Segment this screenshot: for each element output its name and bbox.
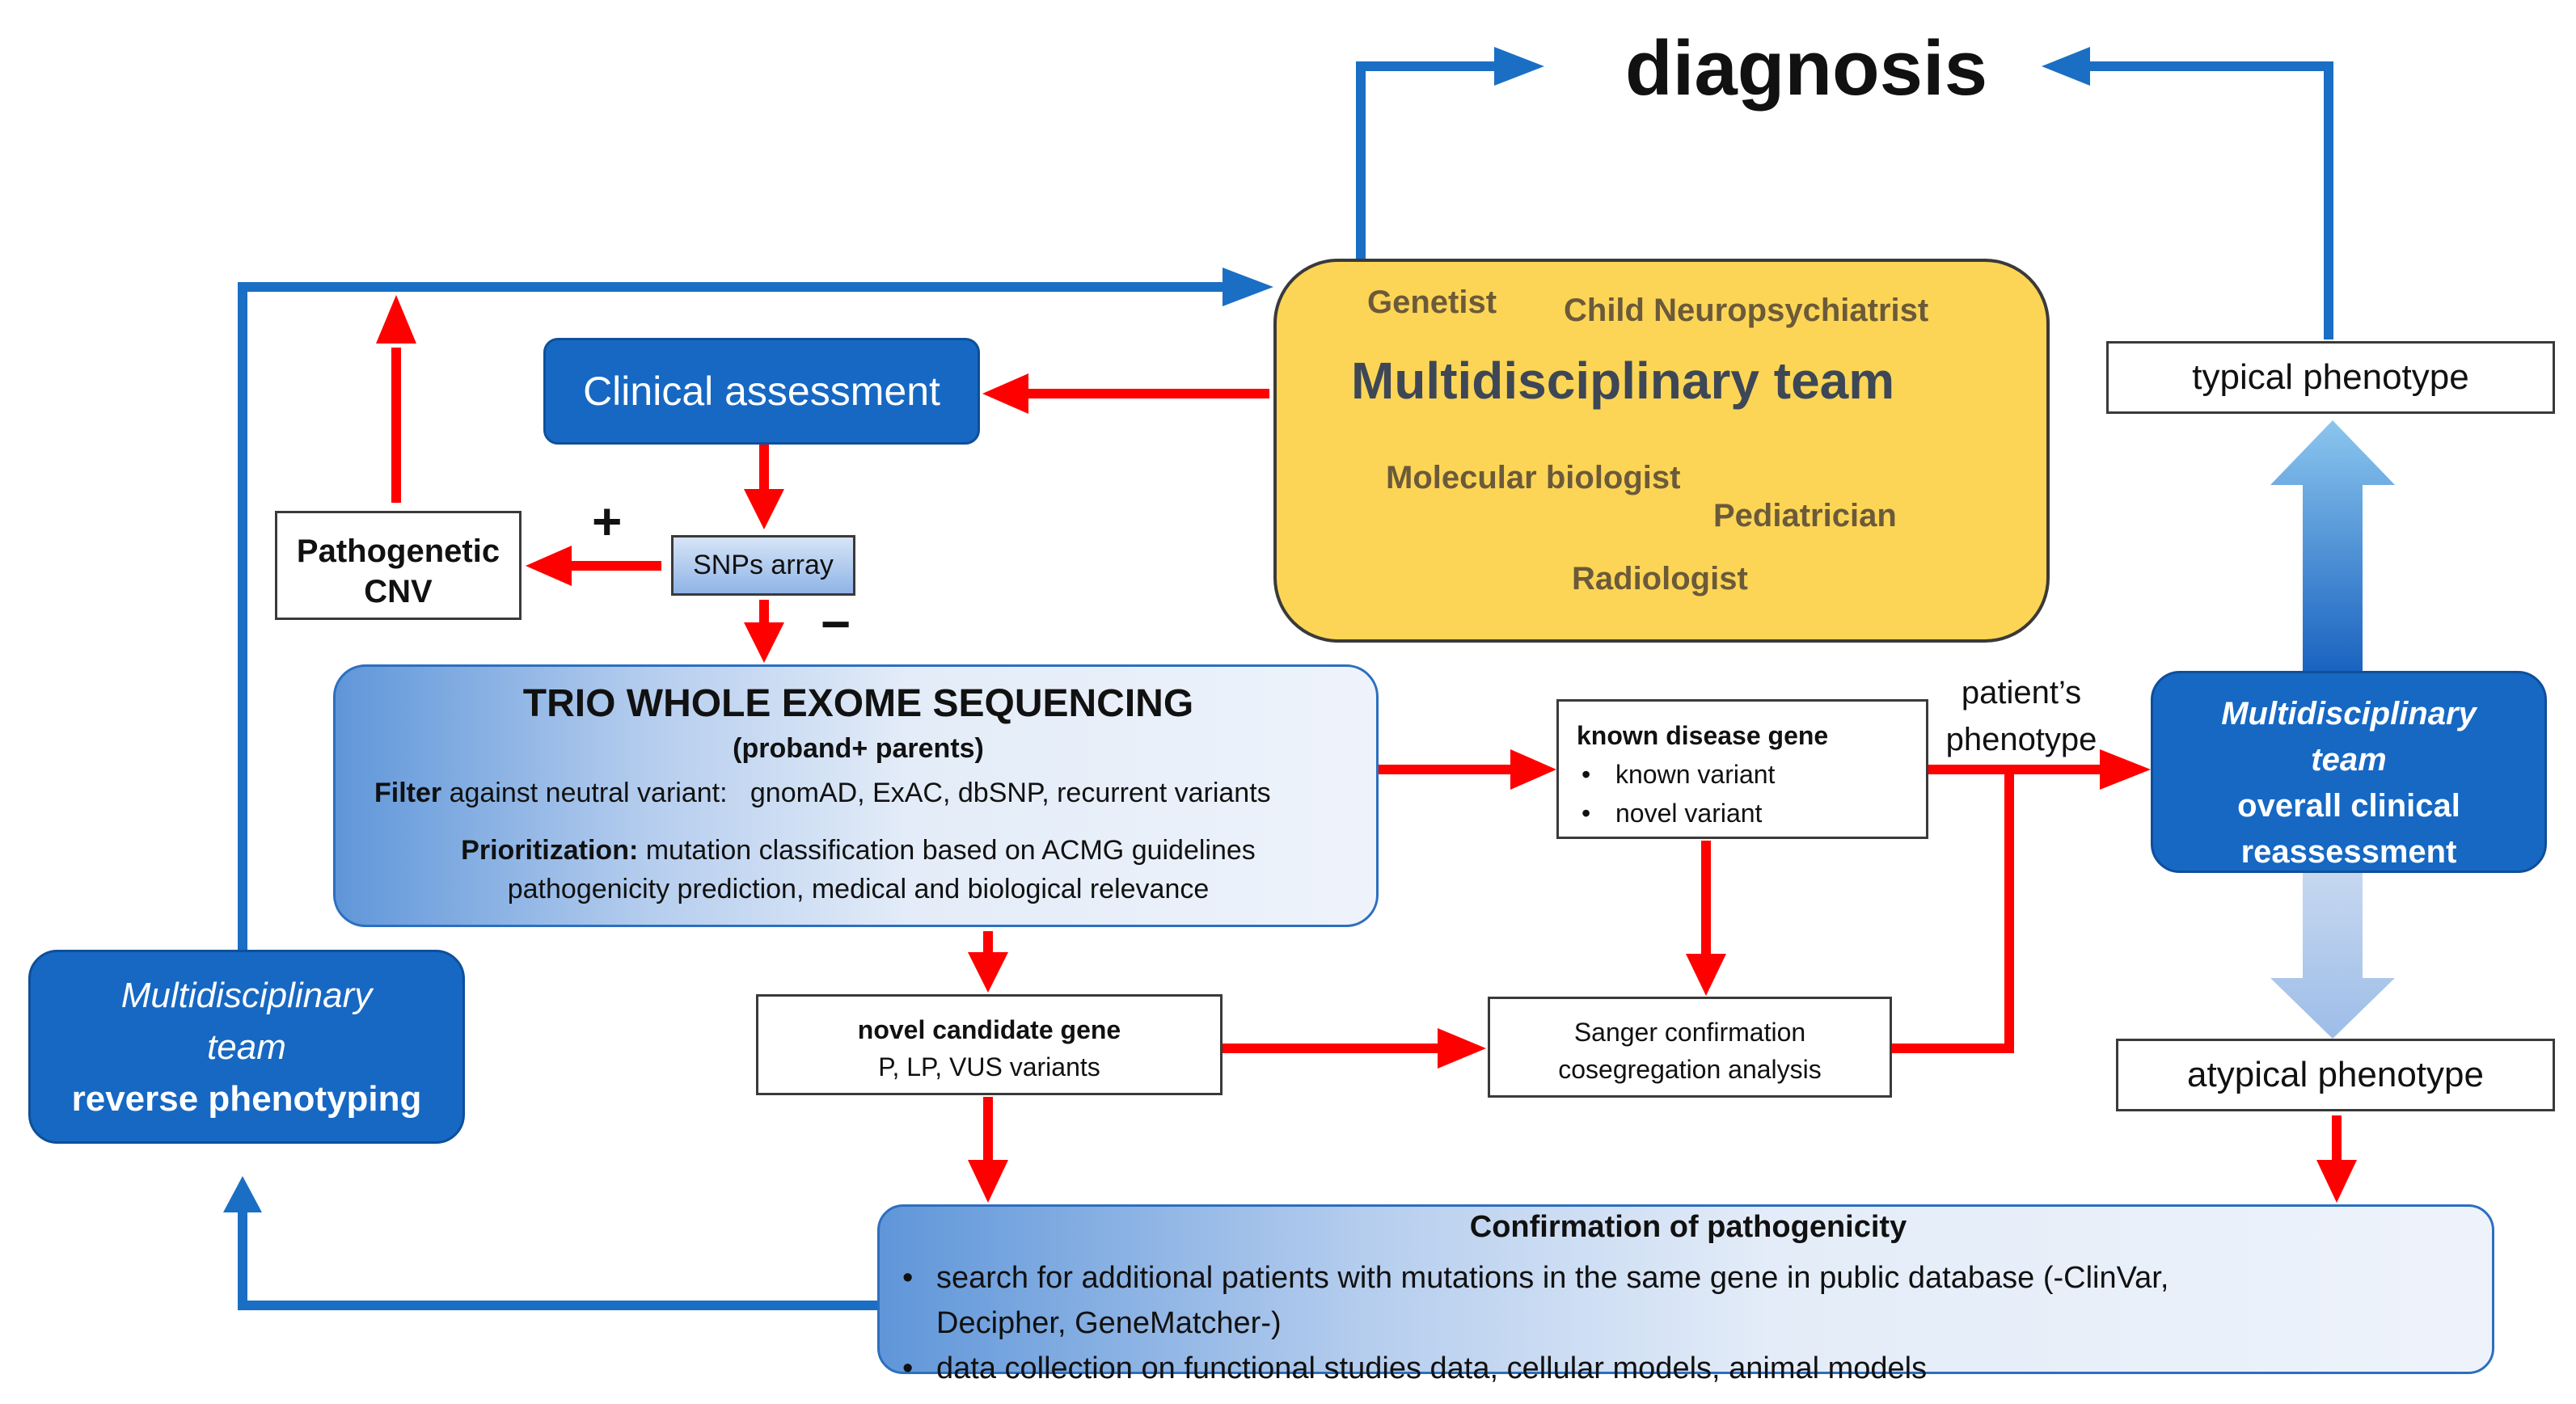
known-gene-list: known variant novel variant [1577,755,1926,833]
mdt-pediatrician: Pediatrician [1713,498,1897,533]
sanger-line1: Sanger confirmation [1573,1018,1806,1047]
arrowhead-sanger-right [1438,1028,1486,1069]
novel-gene-sub: P, LP, VUS variants [878,1052,1100,1081]
reassess-line4: reassessment [2240,834,2457,870]
wes-prior-line2: pathogenicity prediction, medical and bi… [507,874,1210,904]
sanger-confirmation-box: Sanger confirmation cosegregation analys… [1488,997,1892,1098]
arrowhead-clinical [982,373,1028,414]
arrowhead-confirm-left [968,1160,1008,1203]
mdt-reassessment-box: Multidisciplinary team overall clinical … [2151,671,2547,873]
confirm-list: search for additional patients with muta… [897,1255,2168,1391]
arrowhead-diagnosis-left [1494,47,1544,86]
arrow-reassess-to-typical [2270,420,2395,671]
arrowhead-snps [744,489,784,529]
snps-array-label: SNPs array [693,550,834,580]
novel-candidate-gene-box: novel candidate gene P, LP, VUS variants [756,994,1223,1095]
confirm-item-1: search for additional patients with muta… [897,1255,2168,1346]
arrowhead-mdt-in [1223,268,1273,306]
confirm-item-2: data collection on functional studies da… [897,1346,2168,1391]
reassess-line1: Multidisciplinary [2221,696,2477,732]
arrowhead-known [1510,749,1556,790]
patient-phenotype-line1: patient’s [1961,675,2082,710]
minus-sign: − [821,595,851,653]
reassess-line3: overall clinical [2237,788,2460,824]
reverse-line3: reverse phenotyping [71,1079,422,1119]
confirm-item-1a: search for additional patients with muta… [936,1261,2169,1295]
typical-phenotype-box: typical phenotype [2106,341,2555,414]
sanger-line2: cosegregation analysis [1558,1055,1822,1084]
cnv-line1: Pathogenetic [296,533,500,569]
wes-title: TRIO WHOLE EXOME SEQUENCING [522,682,1194,725]
wes-prior-line: Prioritization: mutation classification … [336,835,1381,866]
confirm-item-1b: Decipher, GeneMatcher-) [936,1306,1282,1340]
arrow-mdt-to-diagnosis [1356,61,1496,259]
confirmation-box: Confirmation of pathogenicity search for… [877,1204,2494,1391]
arrowhead-cnv [526,546,572,586]
wes-filter-text: against neutral variant: gnomAD, ExAC, d… [441,778,1271,808]
arrow-sanger-to-reassess [1892,769,2014,1053]
reverse-line2: team [207,1027,286,1067]
arrow-confirm-to-reverse [238,1208,877,1310]
mdt-reverse-phenotyping-box: Multidisciplinary team reverse phenotypi… [28,950,465,1144]
wes-filter-line: Filter against neutral variant: gnomAD, … [374,778,1271,809]
clinical-assessment-label: Clinical assessment [583,369,940,414]
patient-phenotype-line2: phenotype [1945,722,2097,757]
mdt-radiologist: Radiologist [1572,561,1748,597]
novel-gene-title: novel candidate gene [857,1015,1121,1044]
diagnosis-title: diagnosis [1625,25,1988,112]
atypical-phenotype-box: atypical phenotype [2116,1039,2555,1111]
snps-array-box: SNPs array [671,535,855,596]
arrow-reverse-to-mdt [238,282,1225,950]
arrowhead-confirm-right [2316,1160,2357,1203]
typical-phenotype-label: typical phenotype [2192,357,2469,397]
arrowhead-reverse-up [223,1176,262,1212]
arrowhead-novel [968,952,1008,993]
known-disease-gene-box: known disease gene known variant novel v… [1556,699,1928,839]
cnv-line2: CNV [364,574,433,609]
arrow-typical-to-diagnosis [2078,61,2333,339]
mdt-genetist: Genetist [1367,285,1497,320]
known-gene-title: known disease gene [1577,721,1829,750]
atypical-phenotype-label: atypical phenotype [2187,1055,2484,1094]
known-gene-item-known-variant: known variant [1577,755,1926,794]
reverse-line1: Multidisciplinary [120,976,373,1015]
arrowhead-wes [744,622,784,663]
arrow-reassess-to-atypical [2270,873,2395,1039]
mdt-title: Multidisciplinary team [1351,352,1895,410]
wes-box: TRIO WHOLE EXOME SEQUENCING (proband+ pa… [333,664,1379,927]
arrowhead-cnv-up [376,295,416,344]
patient-phenotype-label: patient’s phenotype [1924,669,2118,763]
clinical-assessment-box: Clinical assessment [543,338,980,445]
mdt-box: Genetist Child Neuropsychiatrist Multidi… [1273,259,2050,643]
arrowhead-reassess [2100,749,2151,790]
wes-prior-text: mutation classification based on ACMG gu… [638,835,1256,866]
mdt-molecular-biologist: Molecular biologist [1386,460,1681,495]
confirm-title: Confirmation of pathogenicity [1469,1210,1907,1244]
wes-prior-label: Prioritization: [461,835,639,866]
pathogenetic-cnv-box: Pathogenetic CNV [275,511,522,620]
reassess-line2: team [2311,742,2387,778]
mdt-child-neuropsychiatrist: Child Neuropsychiatrist [1564,293,1929,328]
known-gene-item-novel-variant: novel variant [1577,794,1926,833]
wes-subtitle: (proband+ parents) [733,733,984,764]
arrowhead-sanger-down [1686,954,1726,996]
arrowhead-diagnosis-right [2042,47,2090,86]
plus-sign: + [592,492,623,550]
wes-filter-label: Filter [374,778,442,808]
